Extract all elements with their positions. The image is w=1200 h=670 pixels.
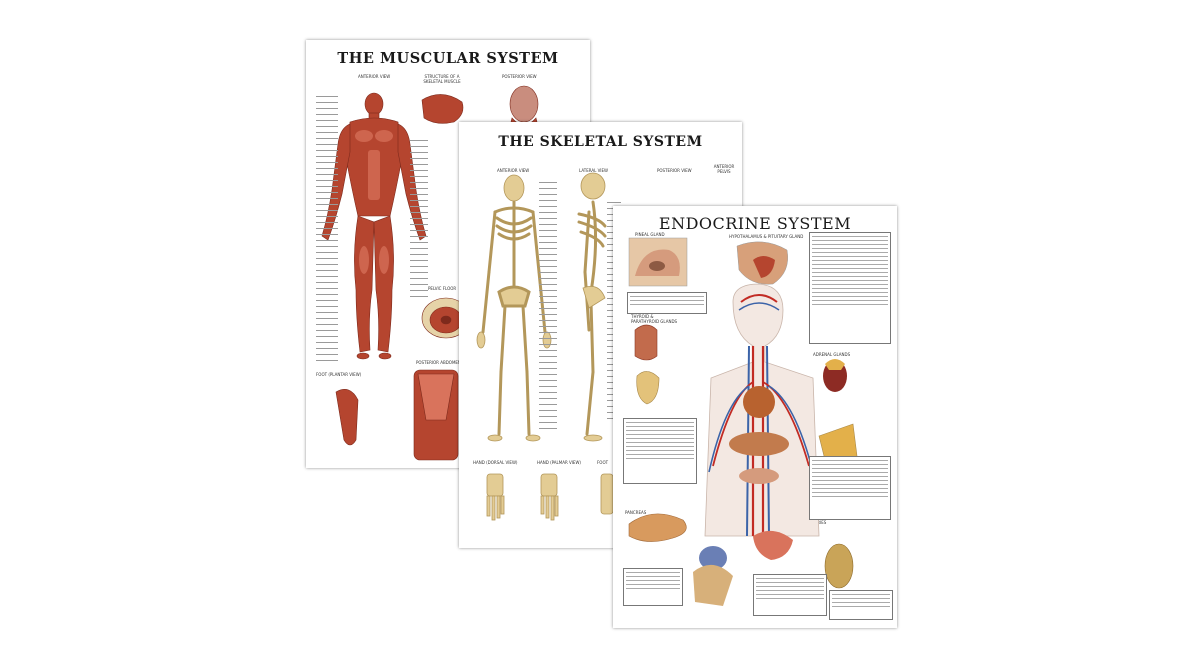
poster-title: THE MUSCULAR SYSTEM: [337, 50, 559, 67]
view-label: PANCREAS: [625, 510, 647, 515]
view-label: HAND (DORSAL VIEW): [473, 460, 518, 465]
view-label: ANTERIOR VIEW: [358, 74, 391, 79]
info-table: [623, 568, 683, 606]
view-label: STRUCTURE OF A SKELETAL MUSCLE: [423, 74, 461, 84]
info-table: [829, 590, 893, 620]
endocrine-figure: [628, 237, 858, 606]
info-table: [623, 418, 697, 484]
anterior-muscle-figure: [321, 85, 539, 461]
poster-title: THE SKELETAL SYSTEM: [498, 134, 703, 150]
view-label: LATERAL VIEW: [579, 168, 608, 173]
view-label: HYPOTHALAMUS & PITUITARY GLAND: [729, 234, 804, 239]
info-table: [809, 232, 891, 344]
view-label: THYROID & PARATHYROID GLANDS: [631, 314, 678, 324]
info-table: [753, 574, 827, 616]
view-label: POSTERIOR ABDOMEN: [416, 360, 461, 365]
annotation-lines: [316, 96, 338, 366]
view-label: FOOT: [597, 460, 609, 465]
view-label: POSTERIOR VIEW: [657, 168, 692, 173]
view-label: ADRENAL GLANDS: [813, 352, 851, 357]
endocrine-system-poster: ENDOCRINE SYSTEM PINEAL GLAND HYPOTHALAM…: [613, 206, 897, 628]
view-label: ANTERIOR VIEW: [497, 168, 530, 173]
annotation-lines: [410, 140, 428, 302]
view-label: FOOT (PLANTAR VIEW): [316, 372, 362, 377]
view-label: PINEAL GLAND: [635, 232, 665, 237]
view-label: HAND (PALMAR VIEW): [537, 460, 581, 465]
view-label: PELVIC FLOOR: [428, 286, 457, 291]
view-label: ANTERIOR PELVIS: [713, 164, 735, 174]
view-label: POSTERIOR VIEW: [502, 74, 537, 79]
annotation-lines: [539, 182, 557, 434]
poster-title: ENDOCRINE SYSTEM: [658, 214, 852, 233]
info-table: [809, 456, 891, 520]
skeleton-figures: [476, 172, 614, 521]
info-table: [627, 292, 707, 314]
